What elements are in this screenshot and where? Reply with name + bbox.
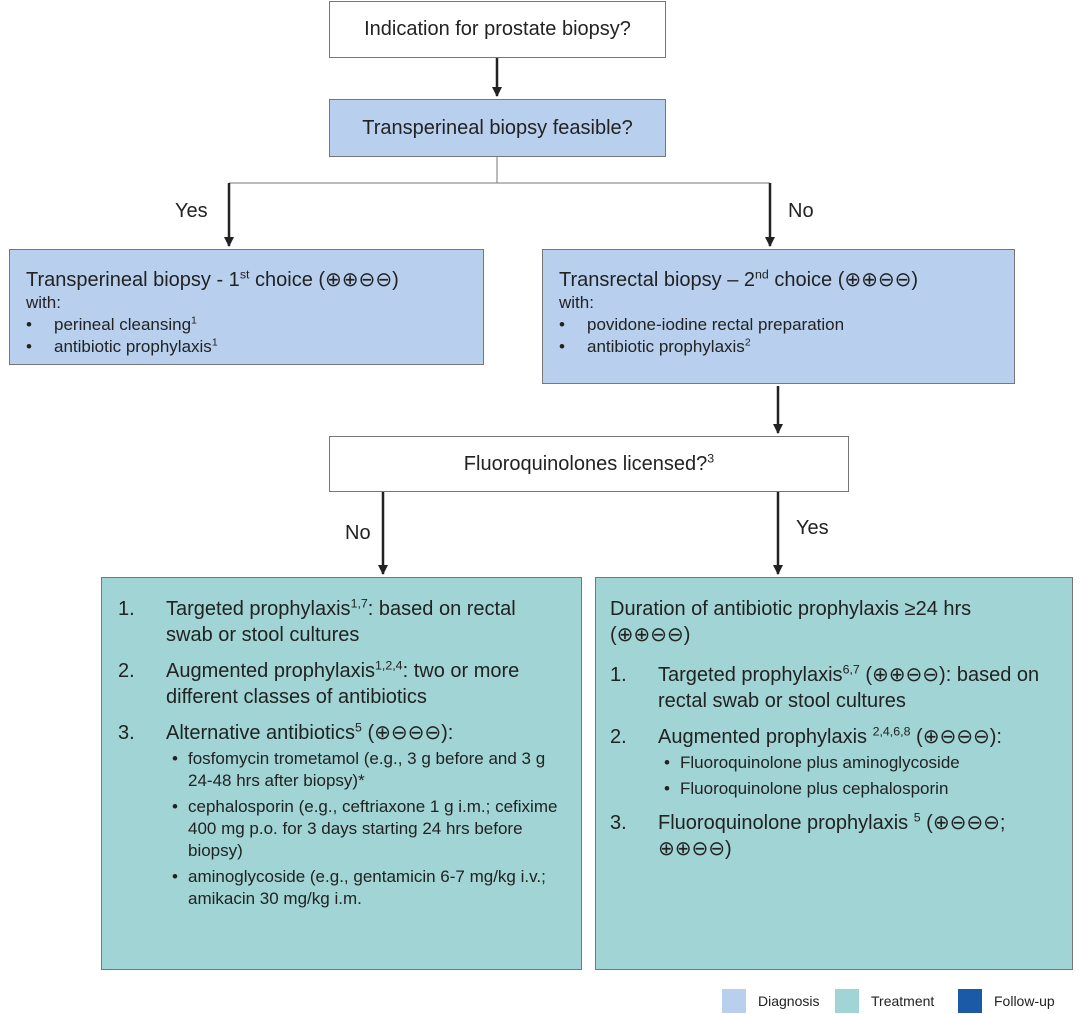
transrectal-title: Transrectal biopsy – 2nd choice (⊕⊕⊖⊖): [559, 267, 919, 291]
node-transperineal-biopsy: Transperineal biopsy - 1st choice (⊕⊕⊖⊖)…: [9, 249, 484, 365]
node-no-fluoroquinolone-options: 1.Targeted prophylaxis1,7: based on rect…: [101, 577, 582, 970]
edge-label-no-left: No: [345, 522, 371, 544]
edge-label-no-right: No: [788, 200, 814, 222]
legend-follow-up: Follow-up: [958, 988, 1055, 1014]
right-combo-aminoglycoside: •Fluoroquinolone plus aminoglycoside: [664, 753, 960, 772]
edge-label-yes-right: Yes: [796, 517, 829, 539]
transperineal-item-1: •perineal cleansing1: [26, 314, 197, 334]
legend-diagnosis: Diagnosis: [722, 988, 819, 1014]
node-indication-text: Indication for prostate biopsy?: [364, 18, 631, 40]
transperineal-title: Transperineal biopsy - 1st choice (⊕⊕⊖⊖): [26, 267, 399, 291]
legend-treatment: Treatment: [835, 988, 934, 1014]
node-fluoroquinolones-licensed: Fluoroquinolones licensed?3: [329, 436, 849, 492]
right-combo-cephalosporin: •Fluoroquinolone plus cephalosporin: [664, 779, 949, 798]
transrectal-item-2: •antibiotic prophylaxis2: [559, 336, 751, 356]
transrectal-with-label: with:: [559, 293, 594, 312]
node-fluoroquinolone-options: Duration of antibiotic prophylaxis ≥24 h…: [595, 577, 1073, 970]
transperineal-item-2: •antibiotic prophylaxis1: [26, 336, 218, 356]
legend-diagnosis-swatch: [722, 989, 746, 1013]
node-indication: Indication for prostate biopsy?: [329, 1, 666, 58]
node-transperineal-feasible: Transperineal biopsy feasible?: [329, 99, 666, 157]
left-option-1: 1.Targeted prophylaxis1,7: based on rect…: [118, 596, 516, 646]
left-option-3: 3.Alternative antibiotics5 (⊕⊖⊖⊖):: [118, 720, 454, 744]
legend-diagnosis-label: Diagnosis: [758, 993, 820, 1009]
right-option-1: 1.Targeted prophylaxis6,7 (⊕⊕⊖⊖): based …: [610, 662, 1040, 712]
left-antibiotic-cephalosporin: •cephalosporin (e.g., ceftriaxone 1 g i.…: [172, 797, 558, 860]
right-duration-intro: Duration of antibiotic prophylaxis ≥24 h…: [610, 598, 972, 646]
legend-treatment-swatch: [835, 989, 859, 1013]
left-antibiotic-fosfomycin: •fosfomycin trometamol (e.g., 3 g before…: [172, 749, 546, 790]
left-option-2: 2.Augmented prophylaxis1,2,4: two or mor…: [118, 658, 520, 708]
left-antibiotic-aminoglycoside: •aminoglycoside (e.g., gentamicin 6-7 mg…: [172, 867, 546, 908]
node-fluoroquinolones-licensed-text: Fluoroquinolones licensed?3: [463, 450, 715, 475]
right-option-3: 3.Fluoroquinolone prophylaxis 5 (⊕⊖⊖⊖; ⊕…: [610, 810, 1006, 860]
transperineal-with-label: with:: [26, 293, 61, 312]
transrectal-item-1: •povidone-iodine rectal preparation: [559, 315, 845, 334]
legend-follow-up-label: Follow-up: [994, 993, 1055, 1009]
node-transperineal-feasible-text: Transperineal biopsy feasible?: [362, 116, 633, 139]
legend-follow-up-swatch: [958, 989, 982, 1013]
right-option-2: 2.Augmented prophylaxis 2,4,6,8 (⊕⊖⊖⊖):: [610, 724, 1002, 748]
edge-label-yes-left: Yes: [175, 200, 208, 222]
legend-treatment-label: Treatment: [871, 993, 935, 1009]
node-transrectal-biopsy: Transrectal biopsy – 2nd choice (⊕⊕⊖⊖) w…: [542, 249, 1015, 384]
